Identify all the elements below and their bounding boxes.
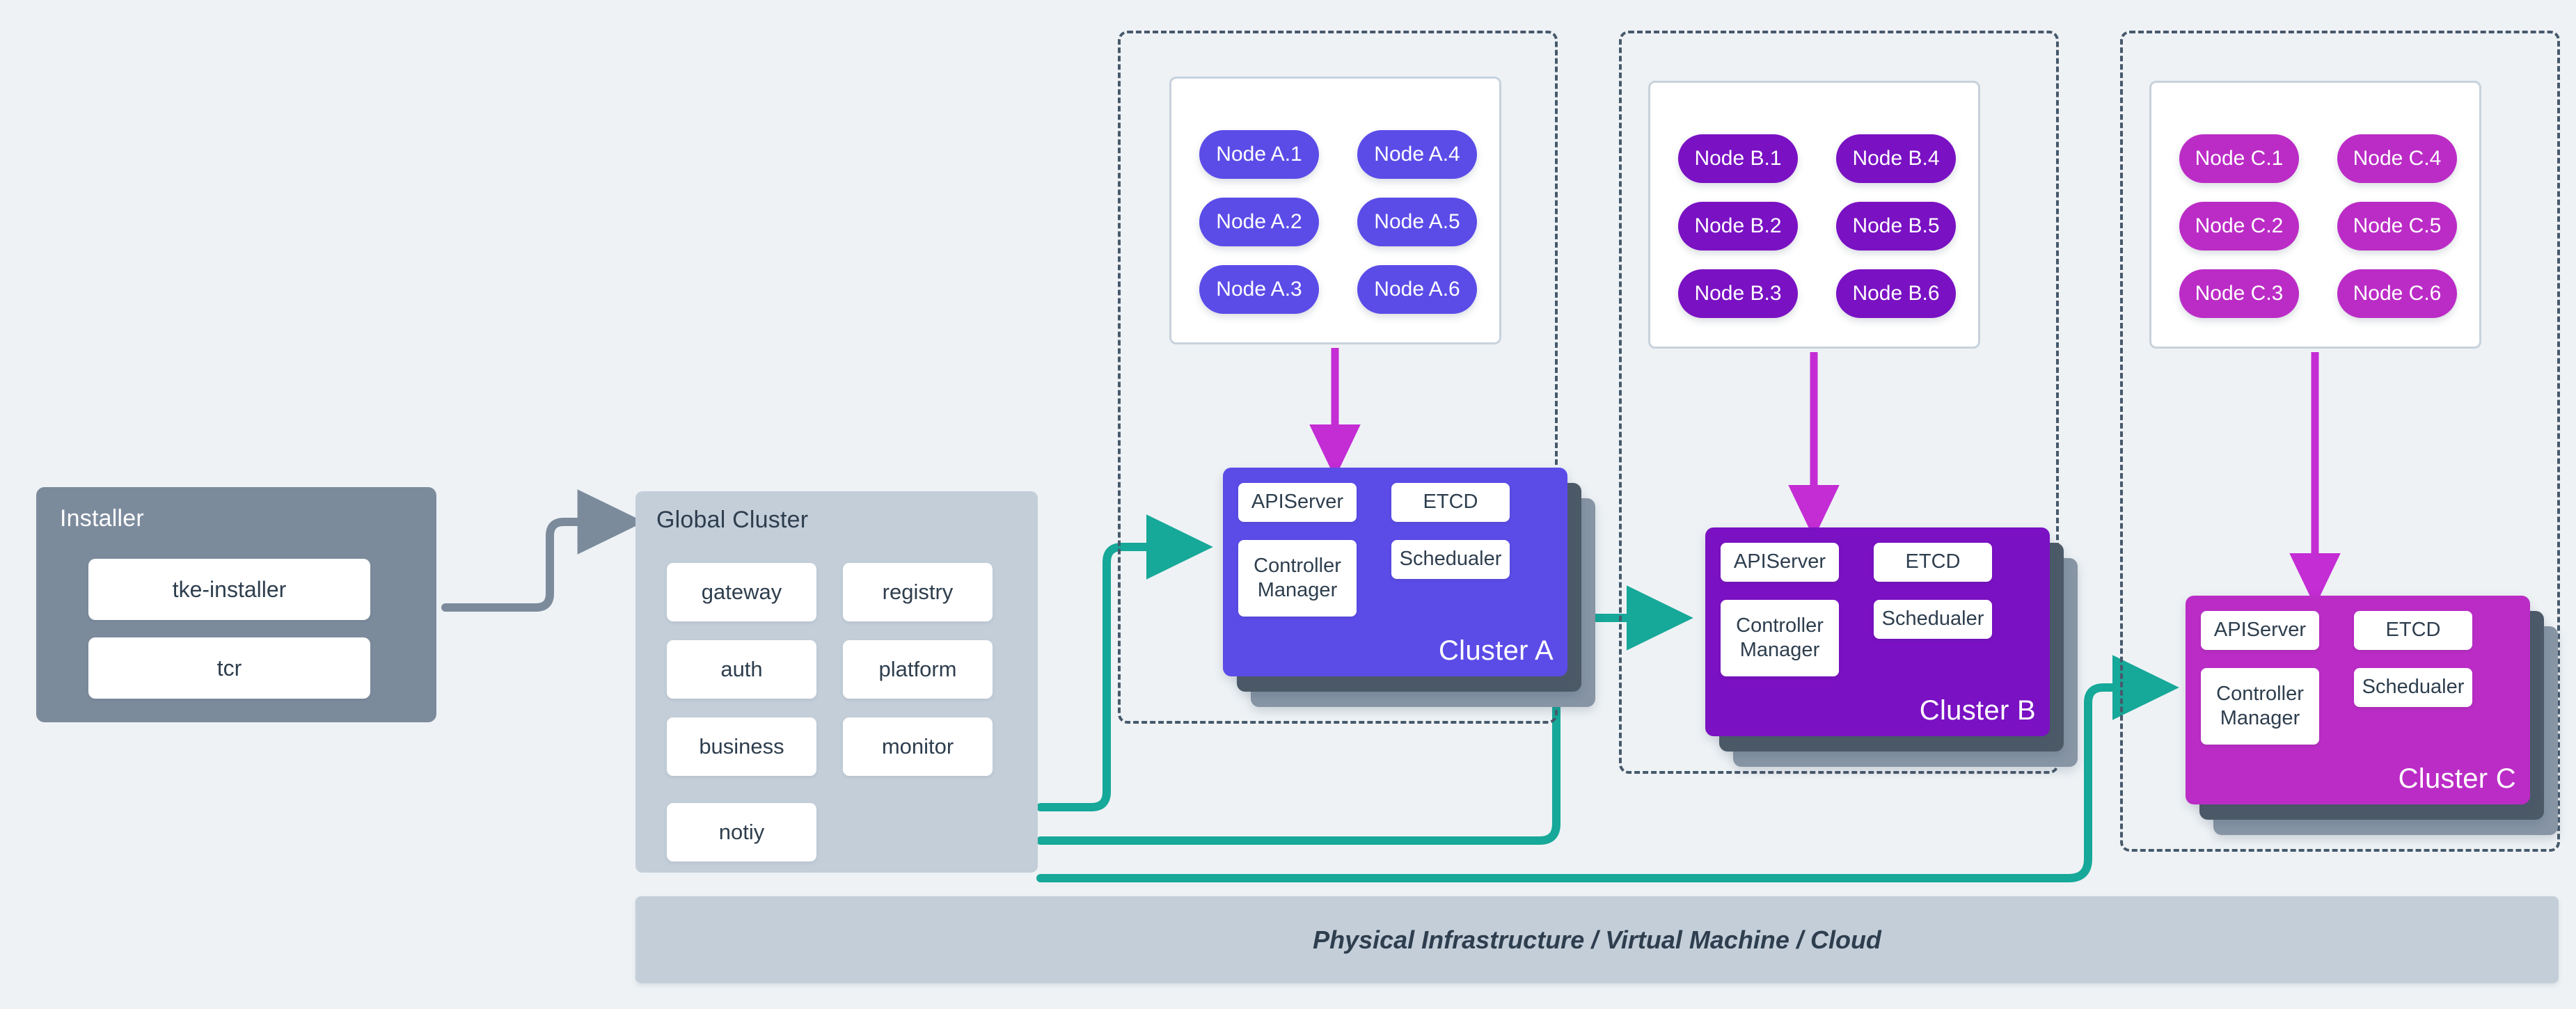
- global-item-platform[interactable]: platform: [843, 640, 993, 699]
- cluster-zone-c: [2120, 31, 2560, 852]
- global-cluster-title: Global Cluster: [656, 507, 809, 533]
- connector-installer-to-global: [441, 489, 645, 612]
- node-a-5[interactable]: Node A.5: [1357, 198, 1477, 246]
- node-c-6[interactable]: Node C.6: [2337, 269, 2457, 318]
- control-plane-controller-manager[interactable]: Controller Manager: [1721, 600, 1839, 676]
- node-card-cluster-b: Node B.1 Node B.2 Node B.3 Node B.4 Node…: [1648, 81, 1980, 349]
- global-cluster-panel: Global Cluster gateway registry auth pla…: [635, 491, 1038, 873]
- control-plane-body: APIServer ETCD Controller Manager Schedu…: [1705, 527, 2050, 736]
- infrastructure-label: Physical Infrastructure / Virtual Machin…: [1313, 925, 1881, 954]
- control-plane-apiserver[interactable]: APIServer: [1238, 483, 1357, 522]
- infrastructure-bar: Physical Infrastructure / Virtual Machin…: [635, 896, 2559, 983]
- node-c-1[interactable]: Node C.1: [2179, 134, 2299, 183]
- global-item-monitor[interactable]: monitor: [843, 717, 993, 776]
- cluster-b-label: Cluster B: [1919, 695, 2036, 726]
- node-card-cluster-a: Node A.1 Node A.2 Node A.3 Node A.4 Node…: [1169, 77, 1501, 344]
- cluster-c-label: Cluster C: [2398, 763, 2516, 794]
- control-plane-scheduler[interactable]: Schedualer: [2354, 668, 2472, 707]
- control-plane-controller-manager[interactable]: Controller Manager: [1238, 540, 1357, 617]
- node-a-4[interactable]: Node A.4: [1357, 130, 1477, 179]
- control-plane-body: APIServer ETCD Controller Manager Schedu…: [1223, 468, 1567, 676]
- node-a-2[interactable]: Node A.2: [1199, 198, 1319, 246]
- installer-item-tke-installer[interactable]: tke-installer: [88, 559, 370, 620]
- installer-title: Installer: [60, 505, 144, 532]
- node-c-3[interactable]: Node C.3: [2179, 269, 2299, 318]
- cluster-zone-a: [1118, 31, 1558, 724]
- node-b-6[interactable]: Node B.6: [1836, 269, 1956, 318]
- control-plane-scheduler[interactable]: Schedualer: [1874, 600, 1992, 639]
- node-b-3[interactable]: Node B.3: [1678, 269, 1798, 318]
- control-plane-etcd[interactable]: ETCD: [1874, 543, 1992, 582]
- control-plane-body: APIServer ETCD Controller Manager Schedu…: [2186, 596, 2530, 804]
- global-item-auth[interactable]: auth: [667, 640, 816, 699]
- control-plane-apiserver[interactable]: APIServer: [1721, 543, 1839, 582]
- node-b-1[interactable]: Node B.1: [1678, 134, 1798, 183]
- global-item-registry[interactable]: registry: [843, 563, 993, 621]
- node-card-cluster-c: Node C.1 Node C.2 Node C.3 Node C.4 Node…: [2149, 81, 2481, 349]
- cluster-a-label: Cluster A: [1439, 635, 1554, 666]
- global-item-gateway[interactable]: gateway: [667, 563, 816, 621]
- node-a-3[interactable]: Node A.3: [1199, 265, 1319, 314]
- node-c-4[interactable]: Node C.4: [2337, 134, 2457, 183]
- control-plane-scheduler[interactable]: Schedualer: [1391, 540, 1510, 579]
- control-plane-etcd[interactable]: ETCD: [2354, 611, 2472, 650]
- node-b-2[interactable]: Node B.2: [1678, 202, 1798, 251]
- cluster-zone-b: [1619, 31, 2059, 774]
- node-c-5[interactable]: Node C.5: [2337, 202, 2457, 251]
- global-item-business[interactable]: business: [667, 717, 816, 776]
- node-b-5[interactable]: Node B.5: [1836, 202, 1956, 251]
- node-b-4[interactable]: Node B.4: [1836, 134, 1956, 183]
- node-a-1[interactable]: Node A.1: [1199, 130, 1319, 179]
- control-plane-apiserver[interactable]: APIServer: [2201, 611, 2319, 650]
- global-item-notiy[interactable]: notiy: [667, 803, 816, 861]
- control-plane-controller-manager[interactable]: Controller Manager: [2201, 668, 2319, 745]
- installer-item-tcr[interactable]: tcr: [88, 637, 370, 699]
- installer-panel: Installer tke-installer tcr: [36, 487, 436, 722]
- control-plane-etcd[interactable]: ETCD: [1391, 483, 1510, 522]
- node-c-2[interactable]: Node C.2: [2179, 202, 2299, 251]
- node-a-6[interactable]: Node A.6: [1357, 265, 1477, 314]
